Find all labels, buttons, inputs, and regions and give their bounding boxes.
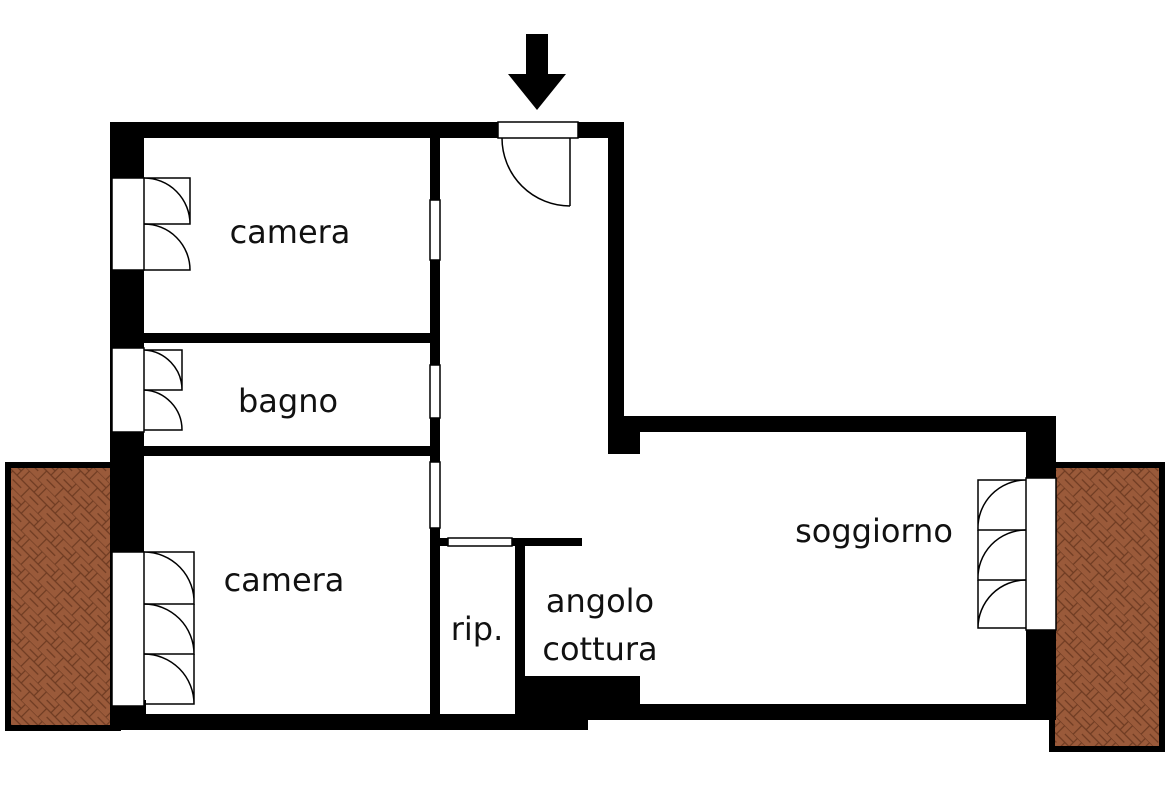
outer-walls xyxy=(110,122,1056,730)
interior-walls xyxy=(140,138,582,718)
room-label-camera-bottom: camera xyxy=(224,561,345,599)
room-label-angolo-cottura-line1: angolo xyxy=(546,582,654,620)
room-label-ripostiglio: rip. xyxy=(451,610,504,648)
room-label-soggiorno: soggiorno xyxy=(795,512,953,550)
arrow-down-icon xyxy=(508,34,566,110)
room-label-bagno: bagno xyxy=(238,382,338,420)
terrace-left xyxy=(5,462,121,731)
terrace-right xyxy=(1049,462,1165,752)
door-swings xyxy=(143,137,1027,705)
room-label-angolo-cottura-line2: cottura xyxy=(542,630,657,668)
room-label-camera-top: camera xyxy=(230,213,351,251)
